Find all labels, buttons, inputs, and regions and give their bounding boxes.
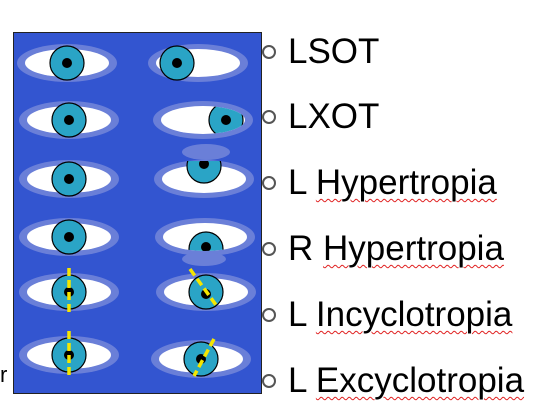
option-lxot[interactable]: LXOT: [262, 97, 379, 137]
radio-button[interactable]: [262, 374, 276, 388]
stray-text-fragment: r: [0, 362, 8, 387]
radio-button[interactable]: [262, 308, 276, 322]
option-label: L Incyclotropia: [288, 295, 513, 334]
row4-left-eye: [155, 218, 255, 266]
radio-button[interactable]: [262, 176, 276, 190]
row6-right-eye: [19, 331, 119, 378]
eye-diagram: [17, 44, 256, 378]
option-label: LXOT: [288, 97, 380, 136]
option-label: LSOT: [288, 32, 380, 71]
option-label: R Hypertropia: [288, 229, 504, 268]
row3-right-eye: [19, 160, 119, 198]
option-label: L Excyclotropia: [288, 361, 525, 400]
option-label: L Hypertropia: [288, 163, 497, 202]
row5-left-eye: [156, 267, 256, 311]
row2-left-eye: [153, 101, 253, 139]
row1-right-eye: [17, 44, 117, 82]
option-l-hypertropia[interactable]: L Hypertropia: [262, 163, 497, 203]
option-l-incyclotropia[interactable]: L Incyclotropia: [262, 295, 512, 335]
row6-left-eye: [151, 338, 251, 378]
row3-left-eye: [154, 144, 254, 198]
option-r-hypertropia[interactable]: R Hypertropia: [262, 229, 504, 269]
row1-left-eye: [148, 44, 248, 82]
eye-diagram-panel: [13, 32, 262, 394]
option-l-excyclotropia[interactable]: L Excyclotropia: [262, 361, 524, 401]
row2-right-eye: [19, 101, 119, 139]
option-lsot[interactable]: LSOT: [262, 32, 379, 72]
radio-button[interactable]: [262, 242, 276, 256]
radio-button[interactable]: [262, 110, 276, 124]
radio-button[interactable]: [262, 45, 276, 59]
row5-right-eye: [19, 268, 119, 313]
row4-right-eye: [19, 218, 119, 256]
